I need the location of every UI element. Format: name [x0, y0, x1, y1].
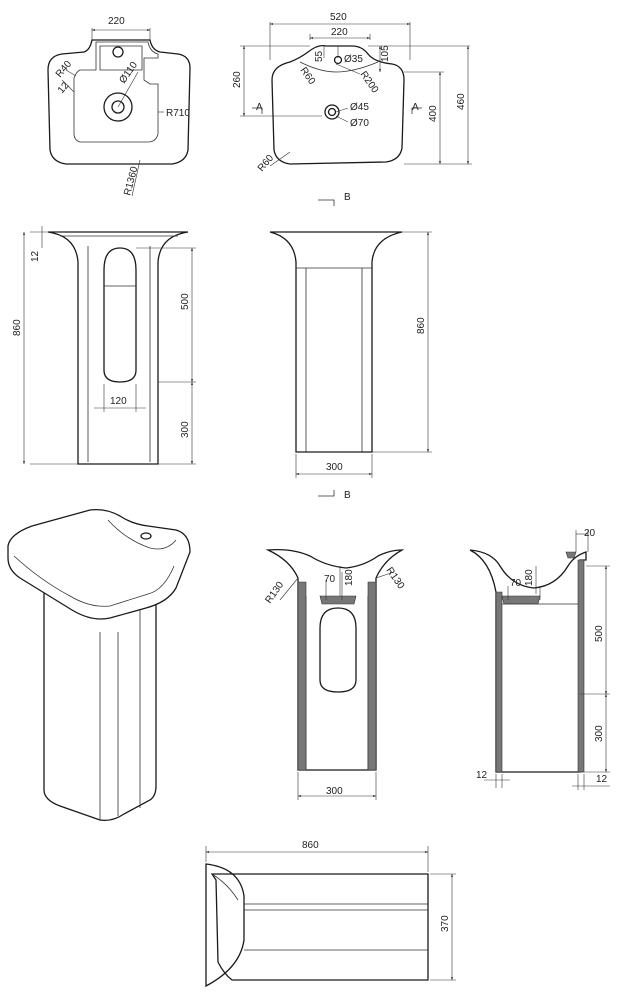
- dim-500-b: 500: [594, 625, 605, 642]
- dim-d110: Ø110: [117, 60, 140, 86]
- dim-70-b: 70: [510, 578, 522, 589]
- section-b-bottom-label: B: [344, 490, 351, 501]
- dim-d45: Ø45: [350, 102, 369, 113]
- dim-r1360: R1360: [122, 165, 140, 197]
- dim-70-a: 70: [324, 574, 336, 585]
- dim-r60-front: R60: [256, 152, 277, 173]
- section-a-a: R130 R130 70 180 300: [263, 548, 407, 800]
- dim-105: 105: [380, 45, 391, 62]
- dim-180-a: 180: [344, 569, 355, 586]
- dim-520: 520: [330, 12, 347, 23]
- dim-12-small: 12: [56, 80, 72, 96]
- dim-300-front: 300: [180, 421, 191, 438]
- dim-20-b: 20: [584, 528, 596, 539]
- dim-d70: Ø70: [350, 118, 369, 129]
- dim-12-b-right: 12: [596, 774, 608, 785]
- dim-r710: R710: [166, 108, 190, 119]
- dim-220-small: 220: [108, 16, 125, 27]
- section-b-marker-bottom: B: [318, 490, 351, 501]
- dim-860-side: 860: [416, 317, 427, 334]
- dim-r200: R200: [358, 69, 381, 95]
- dim-500-front: 500: [180, 293, 191, 310]
- dim-860-front: 860: [12, 319, 23, 336]
- dim-r40: R40: [54, 58, 75, 79]
- dim-120-front: 120: [110, 396, 127, 407]
- dim-300-side: 300: [326, 462, 343, 473]
- top-view-main: 520 220 55 Ø35 105 R60 R200 Ø45 Ø70 260 …: [232, 12, 472, 174]
- section-b-marker-top: B: [318, 192, 351, 206]
- dim-370-plan: 370: [440, 915, 451, 932]
- perspective-view: [7, 508, 191, 822]
- dim-r60-back: R60: [298, 65, 318, 87]
- section-b-top-label: B: [344, 192, 351, 203]
- dim-180-b: 180: [524, 569, 535, 586]
- dim-55: 55: [314, 50, 325, 62]
- top-view-small: 220 R40 12 Ø110 R710 R1360: [47, 16, 191, 197]
- section-a-left-label: A: [256, 102, 263, 113]
- dim-860-plan: 860: [302, 840, 319, 851]
- dim-d35: Ø35: [344, 54, 363, 65]
- section-b-b: 20 70 180 500 300 12 12: [469, 528, 610, 790]
- side-elevation: 860 300: [269, 231, 432, 478]
- dim-r130-left: R130: [263, 579, 286, 605]
- dim-460: 460: [456, 93, 467, 110]
- dim-220-main: 220: [331, 27, 348, 38]
- dim-400: 400: [428, 105, 439, 122]
- dim-12-b-left: 12: [476, 770, 488, 781]
- dim-r130-right: R130: [384, 565, 407, 591]
- front-elevation: 860 12 500 120 300: [12, 226, 196, 465]
- plan-view: 860 370: [205, 840, 456, 988]
- dim-12-front: 12: [30, 250, 41, 262]
- dim-300-b: 300: [594, 725, 605, 742]
- section-a-right-label: A: [412, 102, 419, 113]
- dim-260: 260: [232, 71, 243, 88]
- dim-300-a: 300: [326, 786, 343, 797]
